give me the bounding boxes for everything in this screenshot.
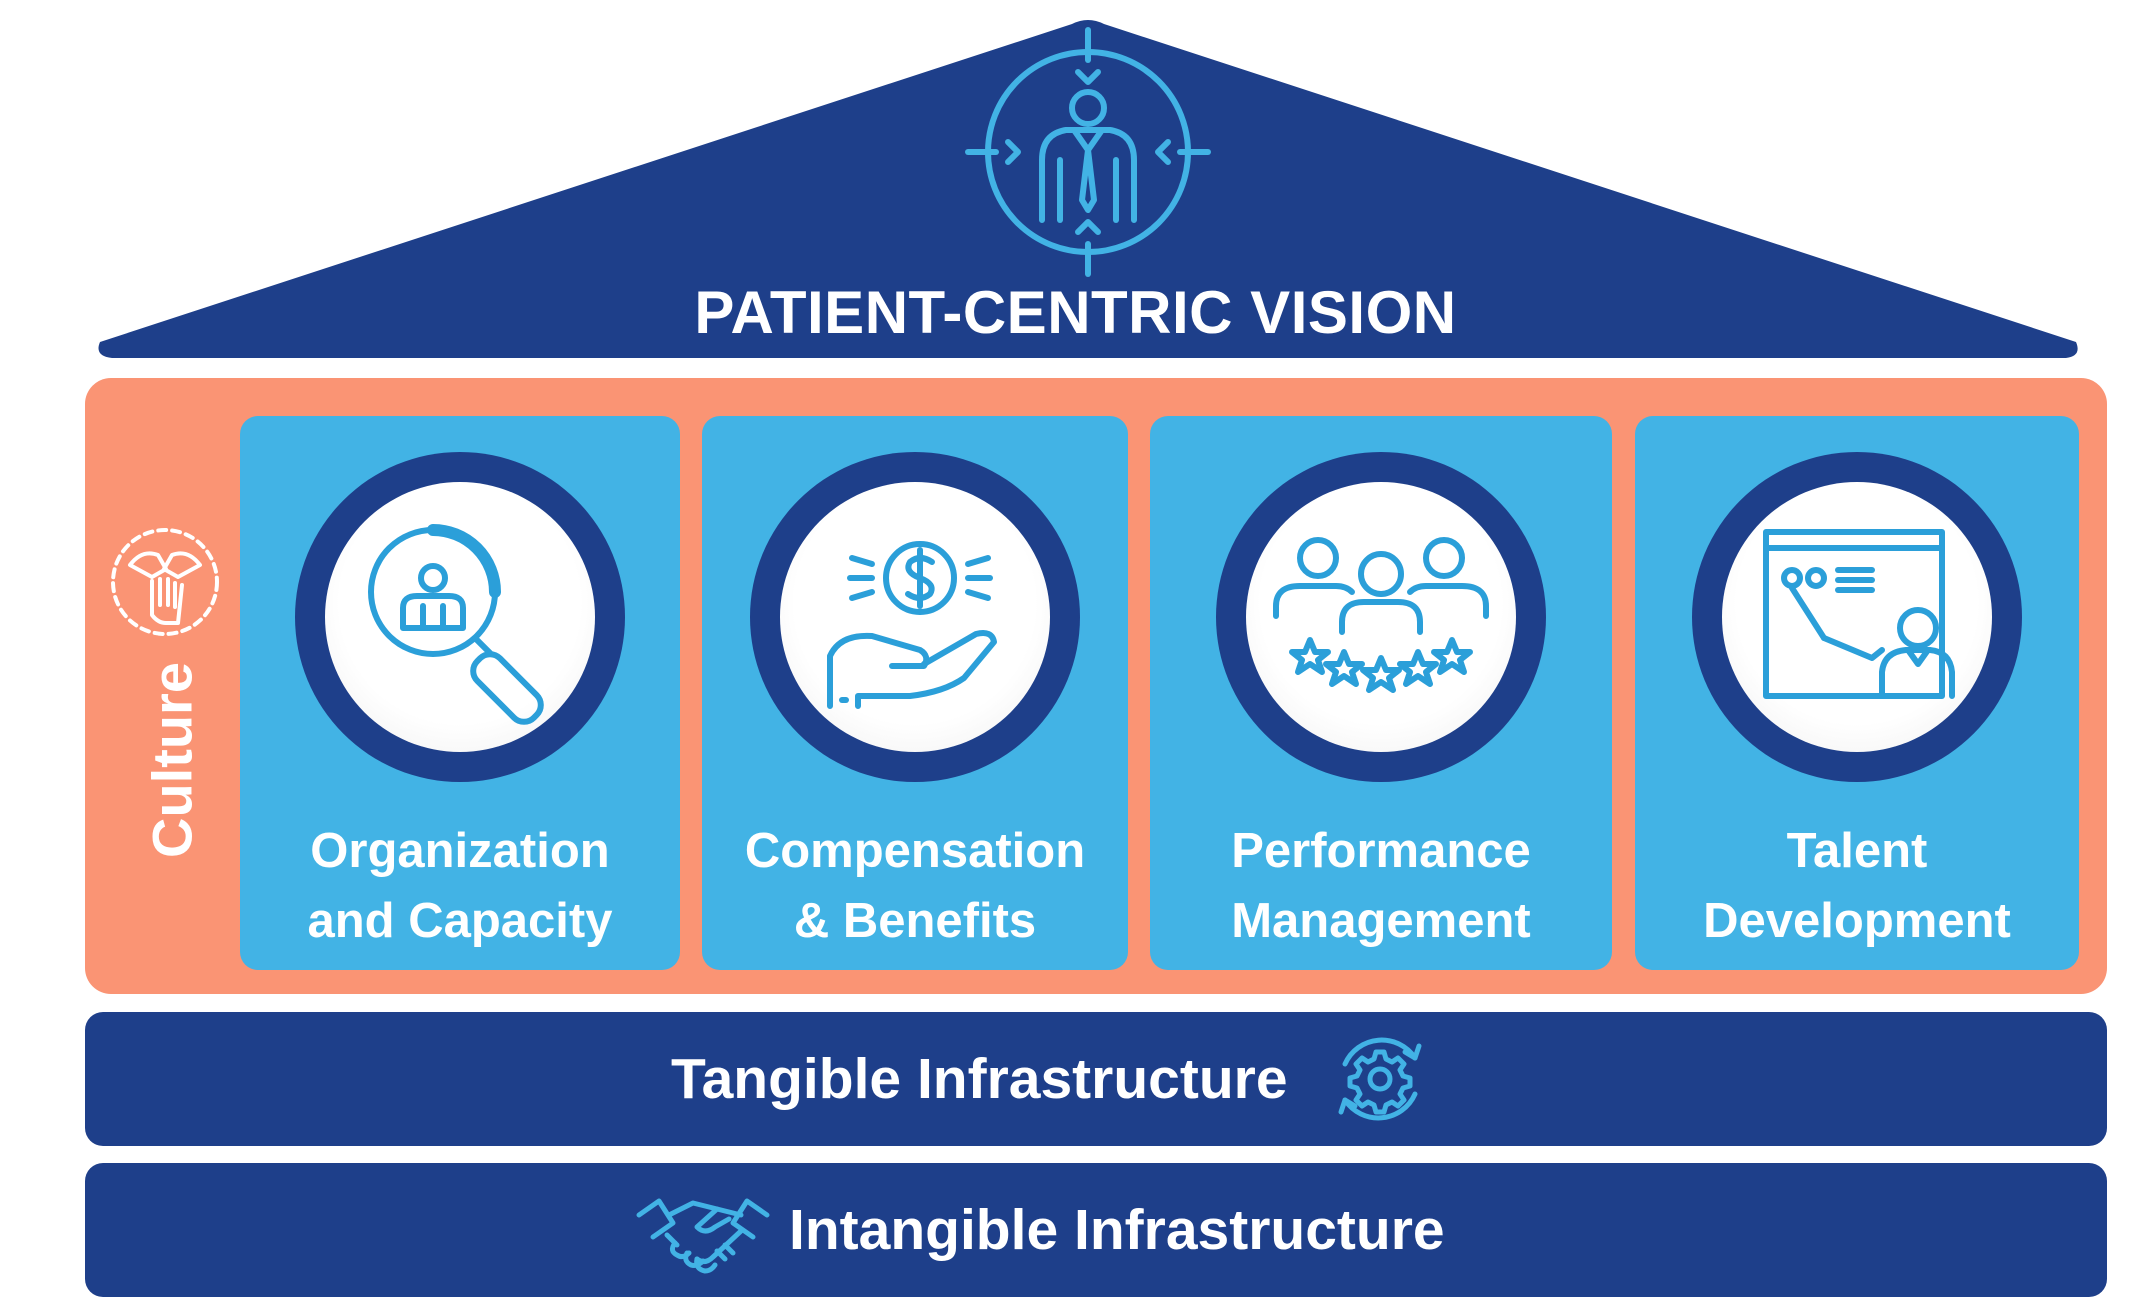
pillar-talent-development: Talent Development (1635, 416, 2079, 970)
pillar-performance-management: Performance Management (1150, 416, 1612, 970)
pillar-badge (295, 452, 625, 782)
pillar-compensation-benefits: Compensation & Benefits (702, 416, 1128, 970)
pillar-organization-capacity: Organization and Capacity (240, 416, 680, 970)
pillar-label: Talent Development (1703, 824, 2011, 948)
pillar-badge (750, 452, 1080, 782)
person-target-icon (965, 27, 1211, 277)
presentation-board-icon (1763, 529, 1955, 699)
culture-label: Culture (140, 662, 204, 858)
pillar-label: Organization and Capacity (307, 824, 613, 948)
intangible-infrastructure-band: Intangible Infrastructure (85, 1163, 2107, 1297)
hands-together-icon (111, 528, 219, 636)
people-stars-icon (1273, 537, 1489, 693)
roof-title: PATIENT-CENTRIC VISION (694, 279, 1457, 346)
pillar-badge (1216, 452, 1546, 782)
magnifier-person-icon (368, 524, 544, 725)
roof (98, 20, 2078, 358)
pillar-label: Compensation & Benefits (744, 824, 1086, 948)
pillar-label: Performance Management (1231, 824, 1531, 948)
tangible-infrastructure-band: Tangible Infrastructure (85, 1012, 2107, 1146)
roof-shape (98, 20, 2078, 358)
tangible-infrastructure-label: Tangible Infrastructure (671, 1047, 1288, 1111)
handshake-icon (636, 1198, 770, 1274)
intangible-infrastructure-label: Intangible Infrastructure (789, 1198, 1445, 1262)
hand-coin-icon (827, 541, 997, 709)
gear-cycle-icon (1338, 1037, 1422, 1121)
pillar-badge (1692, 452, 2022, 782)
